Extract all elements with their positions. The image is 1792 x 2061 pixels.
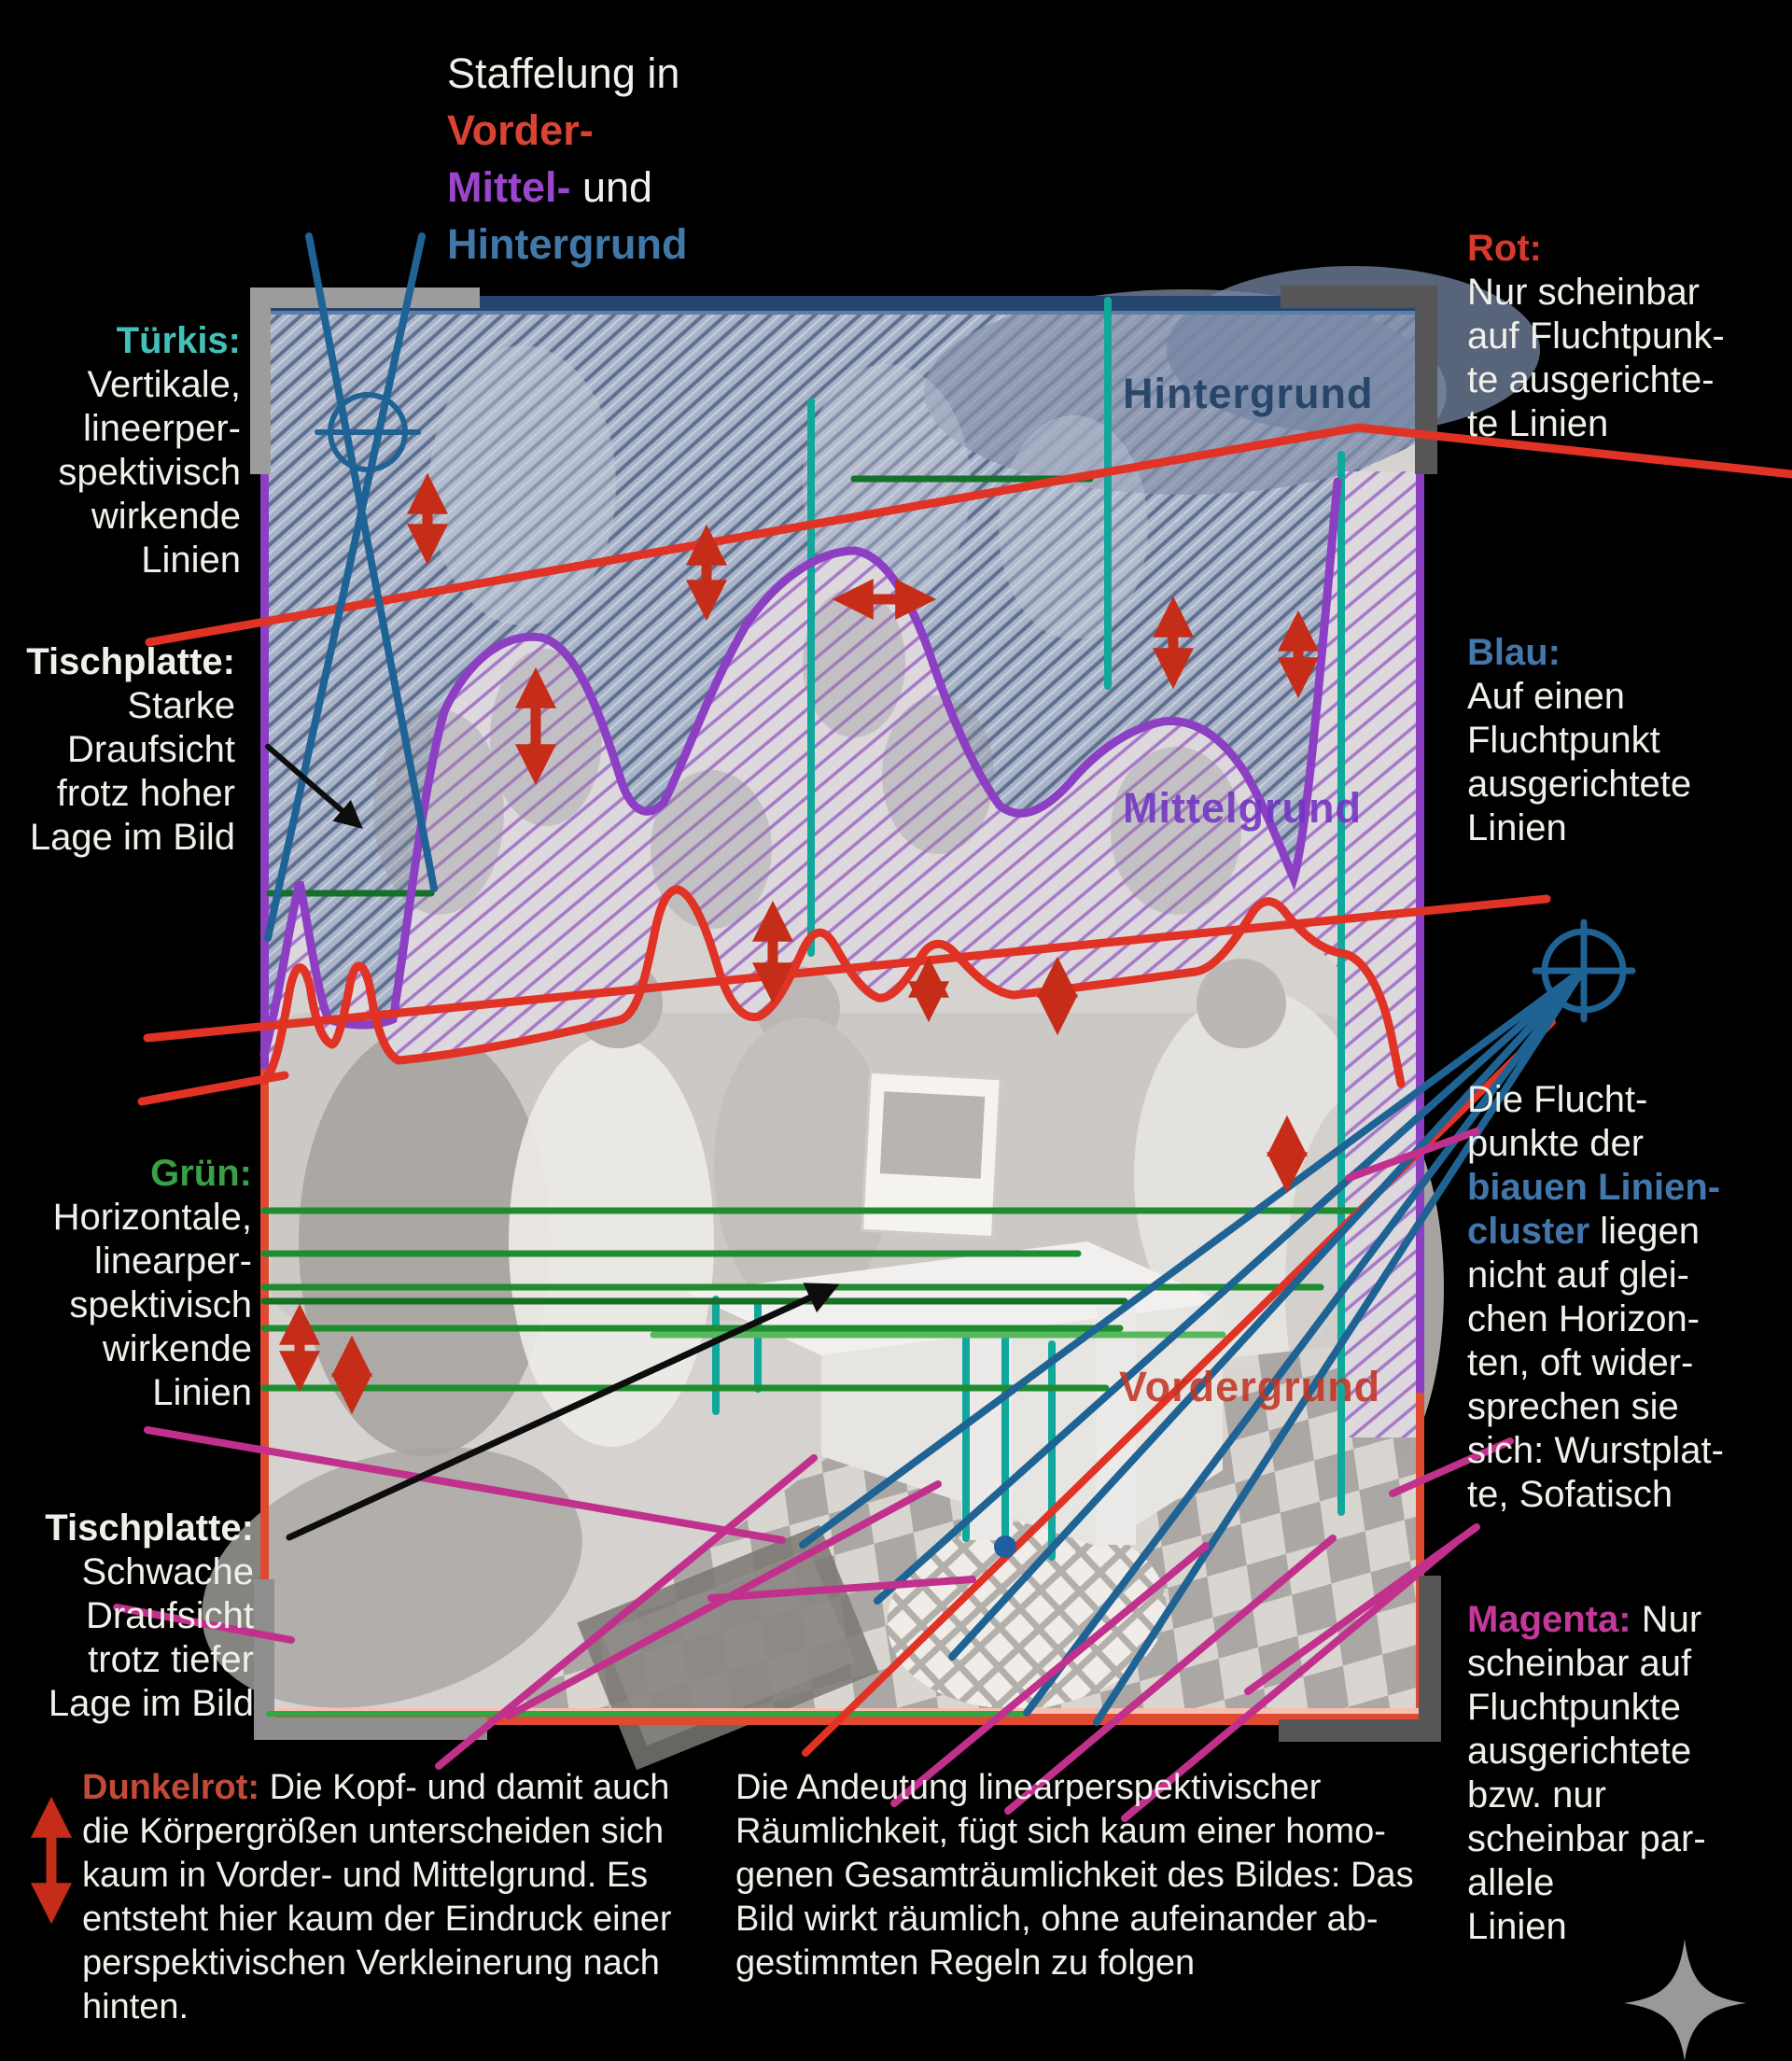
- purple-boundary-line: [259, 477, 1342, 1059]
- painting-label-hintergrund: Hintergrund: [1123, 370, 1374, 417]
- note-tischplatte-oben-label: Tischplatte:: [26, 641, 235, 682]
- note-fluchtpunkte: Die Flucht- punkte der biauen Linien- cl…: [1467, 1079, 1724, 1515]
- note-tischplatte-unten-label: Tischplatte:: [45, 1507, 254, 1549]
- note-tischplatte-unten: Tischplatte: Schwache Draufsicht trotz t…: [45, 1507, 254, 1724]
- painting-label-mittelgrund: Mittelgrund: [1123, 784, 1362, 832]
- note-tuerkis: Türkis: Vertikale, lineerper- spektivisc…: [58, 320, 241, 581]
- legend-line-vordergrund: Vorder-: [447, 106, 594, 154]
- note-rot-label: Rot:: [1467, 228, 1542, 269]
- red-boundary-line: [259, 885, 1406, 1088]
- teal-vertical-lines: [712, 297, 1345, 1561]
- note-magenta: Magenta: Nur scheinbar auf Fluchtpunkte …: [1467, 1599, 1706, 1947]
- note-gruen: Grün: Horizontale, linearper- spektivisc…: [52, 1153, 252, 1413]
- note-zentrum: Die Andeutung linearperspektivischer Räu…: [735, 1768, 1414, 1983]
- note-dunkelrot: Dunkelrot: Die Kopf- und damit auch die …: [82, 1768, 672, 2026]
- legend-line-mittelgrund: Mittel- und: [447, 163, 653, 211]
- corner-brackets: [250, 286, 1441, 1742]
- note-gruen-label: Grün:: [150, 1153, 252, 1194]
- note-blau: Blau: Auf einen Fluchtpunkt ausgerichtet…: [1467, 632, 1692, 848]
- magenta-lines: [113, 1128, 1514, 1822]
- note-rot: Rot: Nur scheinbar auf Fluchtpunk- te au…: [1467, 228, 1725, 444]
- vanishing-point-icon-right: [1532, 918, 1636, 1023]
- legend-line-hintergrund: Hintergrund: [447, 220, 688, 268]
- blue-dot-marker: [994, 1535, 1016, 1558]
- legend-staffelung: Staffelung in Vorder- Mittel- und Hinter…: [447, 45, 687, 273]
- note-tuerkis-label: Türkis:: [116, 320, 241, 361]
- double-arrow-icons: [31, 472, 1319, 1925]
- blue-vertical-cluster: [264, 232, 438, 942]
- legend-line-intro: Staffelung in: [447, 49, 680, 97]
- blue-line-cluster: [799, 967, 1586, 1726]
- note-blau-label: Blau:: [1467, 632, 1561, 673]
- black-pointer-arrows: [265, 744, 840, 1541]
- note-dunkelrot-label: Dunkelrot:: [82, 1768, 259, 1807]
- note-tischplatte-oben: Tischplatte: Starke Draufsicht frotz hoh…: [26, 641, 235, 858]
- sparkle-icon: [1624, 1939, 1746, 2061]
- green-horizontal-lines: [260, 1207, 1362, 1717]
- zone-mittelgrund: [264, 482, 1341, 1081]
- vanishing-point-icon-left: [315, 392, 421, 472]
- note-magenta-label: Magenta:: [1467, 1599, 1631, 1640]
- painting-label-vordergrund: Vordergrund: [1119, 1363, 1381, 1410]
